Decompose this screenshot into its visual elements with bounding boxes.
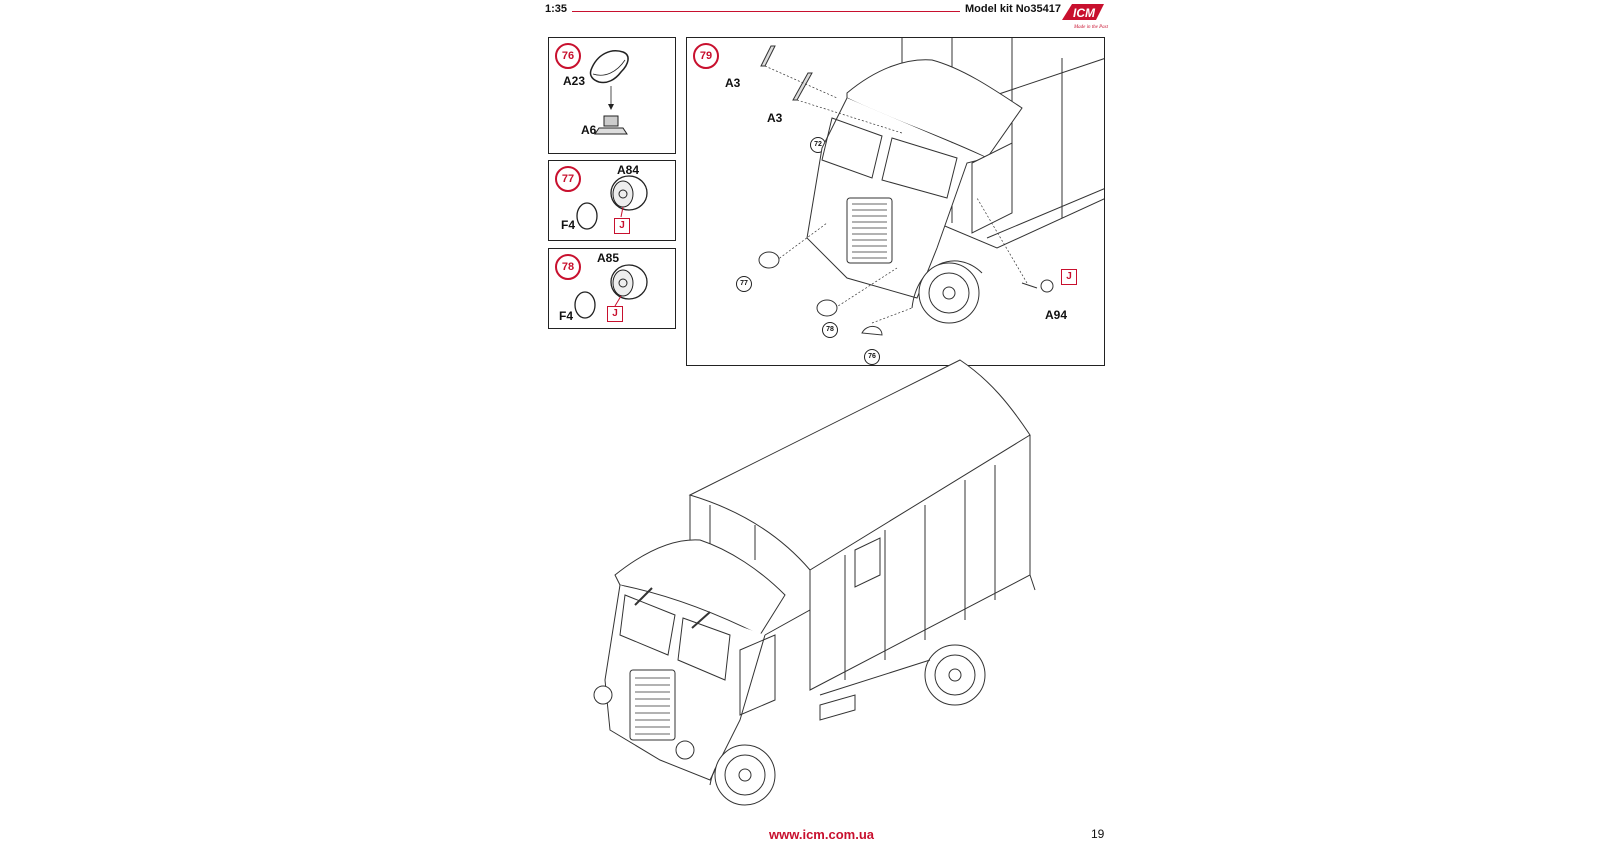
step-79-badge: 79: [693, 43, 719, 69]
part-label-a85: A85: [597, 251, 620, 265]
ref-step-78: 78: [822, 322, 838, 338]
scale-label: 1:35: [545, 3, 568, 15]
part-label-f4: F4: [561, 218, 576, 232]
part-label-a3: A3: [725, 76, 741, 90]
part-label-a6: A6: [581, 123, 597, 137]
step-76-badge: 76: [555, 43, 581, 69]
cab-assembly-drawing: [758, 38, 1104, 336]
svg-text:Made in the Past: Made in the Past: [1073, 25, 1109, 30]
ref-step-77: 77: [736, 276, 752, 292]
headlight-drawing: [576, 175, 648, 230]
step-76-panel: 76 A23 A6: [548, 37, 676, 154]
part-label-f4: F4: [559, 309, 574, 323]
step-78-panel: 78 A85 F4 J: [548, 248, 676, 329]
completed-truck-drawing: [593, 359, 1036, 806]
part-label-a3: A3: [767, 111, 783, 125]
step-78-badge: 78: [555, 254, 581, 280]
headlight-drawing: [574, 264, 648, 319]
step-77-panel: 77 A84 F4 J: [548, 160, 676, 241]
paint-code-j: J: [607, 306, 623, 322]
kit-number: Model kit No35417: [965, 3, 1061, 15]
icm-logo: ICM Made in the Past: [1060, 0, 1109, 30]
footer-url[interactable]: www.icm.com.ua: [769, 827, 874, 842]
part-label-a84: A84: [617, 163, 640, 177]
paint-code-j: J: [1061, 269, 1077, 285]
svg-text:ICM: ICM: [1073, 6, 1096, 20]
paint-code-j: J: [614, 218, 630, 234]
step-79-panel: 79 A3 A3 A94 J 72 77 78 76: [686, 37, 1105, 366]
ref-step-76: 76: [864, 349, 880, 365]
page-number: 19: [1091, 827, 1105, 841]
header-rule: [572, 11, 960, 12]
part-label-a23: A23: [563, 74, 586, 88]
part-label-a94: A94: [1045, 308, 1068, 322]
step-77-badge: 77: [555, 166, 581, 192]
seat-drawing: [589, 50, 629, 135]
